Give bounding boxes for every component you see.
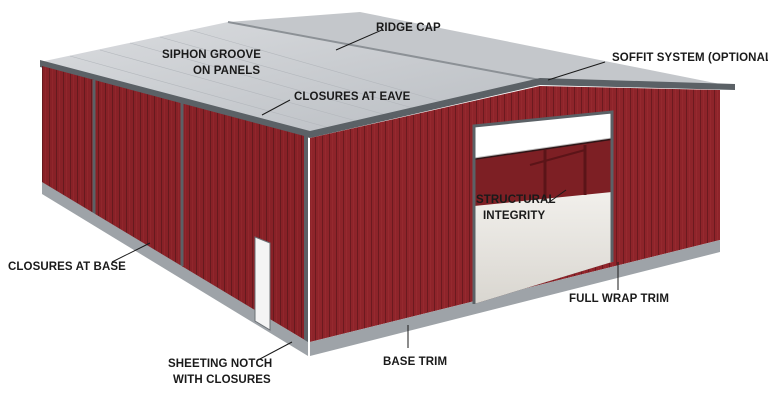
- label-sheeting-notch-2: WITH CLOSURES: [173, 374, 271, 386]
- label-ridge-cap: RIDGE CAP: [376, 22, 441, 34]
- label-closures-at-base: CLOSURES AT BASE: [8, 261, 126, 273]
- label-closures-at-eave: CLOSURES AT EAVE: [294, 91, 411, 103]
- ridge-cap: [227, 21, 541, 81]
- label-sheeting-notch-1: SHEETING NOTCH: [168, 358, 272, 370]
- roof-panel-ribs: [69, 29, 451, 129]
- overhead-door-opening: [472, 110, 614, 304]
- label-structural-integrity-2: INTEGRITY: [483, 210, 545, 222]
- leader-lines: [111, 29, 619, 361]
- roof: [40, 12, 720, 133]
- callout-labels: RIDGE CAP SIPHON GROOVE ON PANELS SOFFIT…: [8, 22, 768, 386]
- label-siphon-groove-2: ON PANELS: [193, 65, 260, 77]
- left-wall: [42, 66, 308, 356]
- label-siphon-groove-1: SIPHON GROOVE: [162, 49, 261, 61]
- interior-floor: [474, 190, 612, 304]
- label-base-trim: BASE TRIM: [383, 356, 447, 368]
- base-trim-left: [42, 182, 308, 356]
- eave-trim: [40, 60, 735, 138]
- walk-door: [254, 236, 271, 331]
- label-soffit-system: SOFFIT SYSTEM (OPTIONAL): [612, 52, 768, 64]
- label-structural-integrity-1: STRUCTURAL: [476, 194, 556, 206]
- full-wrap-trim-frame: [472, 110, 614, 304]
- label-full-wrap-trim: FULL WRAP TRIM: [569, 293, 669, 305]
- interior-wall: [474, 140, 612, 206]
